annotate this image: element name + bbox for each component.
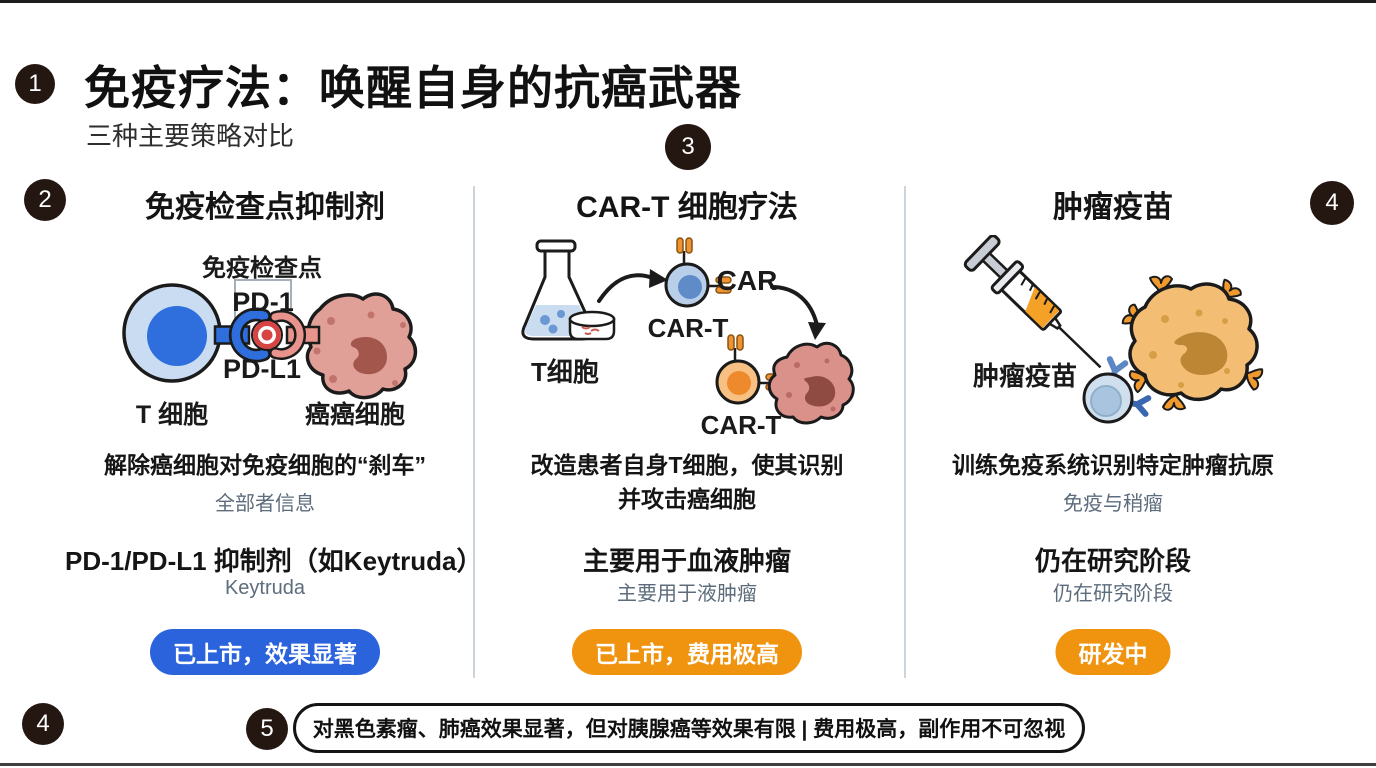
annotation-marker-4: 4 xyxy=(1310,181,1354,225)
t-cell-label: T细胞 xyxy=(531,357,599,387)
cancer-cell-label: 癌癌细胞 xyxy=(304,401,406,429)
checkpoint-label: 免疫检查点 xyxy=(202,255,322,282)
cart-diagram xyxy=(521,237,855,425)
column-description: 训练免疫系统识别特定肿瘤抗原 xyxy=(913,448,1313,482)
page-subtitle: 三种主要策略对比 xyxy=(86,121,295,151)
cart-cell-orange-icon xyxy=(715,334,781,405)
syringe-icon xyxy=(963,235,1102,369)
footer-note: 对黑色素瘤、肺癌效果显著，但对胰腺癌等效果有限 | 费用极高，副作用不可忽视 xyxy=(293,703,1085,753)
vaccine-label: 肿瘤疫苗 xyxy=(972,361,1078,391)
arrow-icon xyxy=(597,269,668,303)
column-description: 改造患者自身T细胞，使其识别 并攻击癌细胞 xyxy=(487,448,887,516)
cart-label: CAR-T xyxy=(647,313,729,343)
column-checkpoint-inhibitor: 免疫检查点抑制剂 xyxy=(65,180,483,710)
annotation-marker-2: 2 xyxy=(24,179,66,221)
column-title: 肿瘤疫苗 xyxy=(1053,191,1173,224)
column-title: 免疫检查点抑制剂 xyxy=(145,191,385,224)
immune-cell-icon xyxy=(1082,356,1152,424)
description-line: 并攻击癌细胞 xyxy=(618,486,756,512)
t-cell-label: T 细胞 xyxy=(135,401,209,429)
detail-caption: Keytruda xyxy=(224,577,306,599)
arrow-icon xyxy=(770,285,826,340)
status-badge: 已上市，费用极高 xyxy=(572,629,802,675)
description-line: 解除癌细胞对免疫细胞的“刹车” xyxy=(104,452,426,478)
description-caption: 免疫与稍瘤 xyxy=(1063,493,1163,515)
annotation-marker-3: 3 xyxy=(665,124,711,170)
annotation-marker-1: 1 xyxy=(15,64,55,104)
pd1-label: PD-1 xyxy=(232,287,294,317)
column-title: CAR-T 细胞疗法 xyxy=(576,191,798,224)
annotation-marker-5: 5 xyxy=(246,708,288,750)
petri-dish-icon xyxy=(568,310,616,341)
top-edge-line xyxy=(0,0,1376,3)
cart-cell-blue-icon xyxy=(664,237,732,308)
footer-note-text: 对黑色素瘤、肺癌效果显著，但对胰腺癌等效果有限 | 费用极高，副作用不可忽视 xyxy=(312,718,1066,741)
status-badge: 研发中 xyxy=(1055,629,1171,675)
pdl1-label: PD-L1 xyxy=(222,354,302,384)
cart-label: CAR-T xyxy=(700,410,782,440)
pd1-pdl1-binding-icon xyxy=(213,307,321,363)
column-divider-left xyxy=(473,186,475,678)
column-description: 解除癌细胞对免疫细胞的“刹车” xyxy=(65,448,465,482)
column-detail: 主要用于血液肿瘤 xyxy=(582,546,791,576)
column-tumor-vaccine: 肿瘤疫苗 xyxy=(913,180,1313,710)
description-caption: 全部者信息 xyxy=(215,493,315,515)
vaccine-diagram xyxy=(963,235,1264,424)
description-line: 改造患者自身T细胞，使其识别 xyxy=(530,452,844,478)
column-cart-therapy: CAR-T 细胞疗法 xyxy=(487,180,887,710)
cancer-cell-icon xyxy=(305,292,418,400)
status-badge: 已上市，效果显著 xyxy=(150,629,380,675)
annotation-marker-4b: 4 xyxy=(22,703,64,745)
checkpoint-diagram xyxy=(122,279,418,400)
t-cell-icon xyxy=(122,283,222,383)
page-title: 免疫疗法：唤醒自身的抗癌武器 xyxy=(84,62,742,114)
description-line: 训练免疫系统识别特定肿瘤抗原 xyxy=(952,452,1274,478)
detail-caption: 仍在研究阶段 xyxy=(1053,583,1173,605)
car-label: CAR xyxy=(716,265,778,296)
column-divider-right xyxy=(904,186,906,678)
detail-caption: 主要用于液肿瘤 xyxy=(617,583,757,605)
column-detail: 仍在研究阶段 xyxy=(1034,546,1191,576)
tumor-cell-icon xyxy=(1121,275,1264,411)
cancer-cell-icon xyxy=(767,341,855,425)
bottom-edge-line xyxy=(0,763,1376,766)
column-detail: PD-1/PD-L1 抑制剂（如Keytruda） xyxy=(65,546,483,576)
bracket-line xyxy=(234,279,292,325)
